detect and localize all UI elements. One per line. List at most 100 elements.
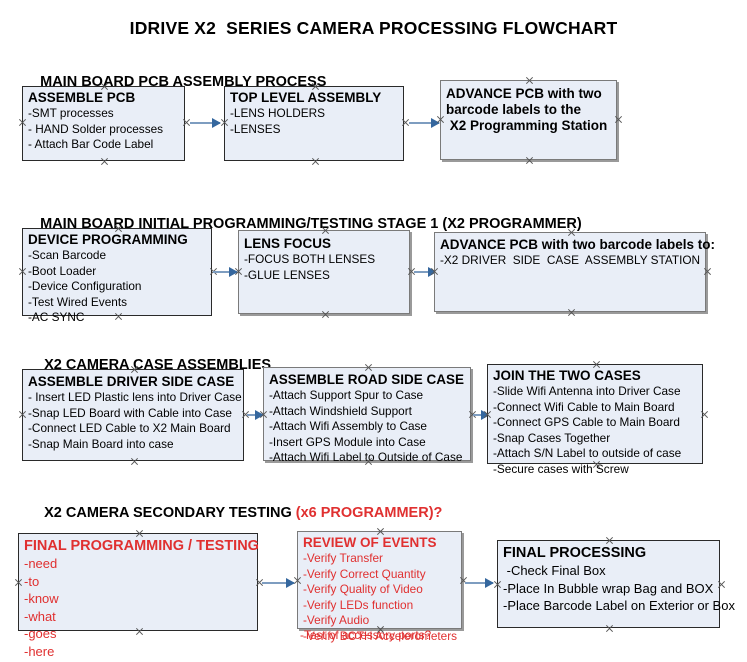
flow-box-title: ASSEMBLE ROAD SIDE CASE — [269, 372, 465, 387]
flow-box-line: X2 Programming Station — [446, 118, 608, 133]
connector-handle-icon[interactable] — [18, 410, 27, 419]
connector-final-programming-to-review-of-events — [262, 578, 295, 588]
connector-top-level-to-advance-pcb — [409, 118, 440, 128]
section-heading-x2-camera-secondary-testing: X2 CAMERA SECONDARY TESTING (x6 PROGRAMM… — [28, 489, 442, 537]
flow-box-line: -SMT processes — [28, 106, 114, 120]
connector-handle-icon[interactable] — [525, 76, 534, 85]
flow-box-line: -Scan Barcode — [28, 248, 107, 262]
connector-handle-icon[interactable] — [311, 82, 320, 91]
connector-assemble-pcb-to-top-level — [190, 118, 221, 128]
connector-handle-icon[interactable] — [14, 578, 23, 587]
connector-handle-icon[interactable] — [605, 536, 614, 545]
connector-handle-icon[interactable] — [114, 224, 123, 233]
flow-box-advance-pcb-driver-side-case[interactable]: ADVANCE PCB with two barcode labels to: … — [434, 232, 716, 312]
flow-box-top-level-assembly[interactable]: TOP LEVEL ASSEMBLY -LENS HOLDERS -LENSES — [224, 86, 404, 161]
flow-box-title: DEVICE PROGRAMMING — [28, 232, 188, 247]
flow-box-line: -X2 DRIVER SIDE CASE ASSEMBLY STATION — [440, 253, 701, 267]
flow-box-lens-focus[interactable]: LENS FOCUS -FOCUS BOTH LENSES -GLUE LENS… — [238, 230, 410, 314]
flow-box-title: TOP LEVEL ASSEMBLY — [230, 90, 382, 105]
flow-box-review-of-events[interactable]: REVIEW OF EVENTS -Verify Transfer -Verif… — [297, 531, 462, 643]
connector-handle-icon[interactable] — [567, 228, 576, 237]
flow-box-title: JOIN THE TWO CASES — [493, 368, 641, 383]
flow-box-line: barcode labels to the — [446, 102, 582, 117]
flow-box-line: - Attach Bar Code Label — [28, 137, 154, 151]
connector-handle-icon[interactable] — [130, 457, 139, 466]
flow-box-line: -Connect Wifi Cable to Main Board — [493, 399, 675, 414]
flow-box-line: -Test Wired Events — [28, 294, 127, 309]
flow-box-line: -Verify Transfer — [303, 551, 383, 565]
flow-box-join-the-two-cases[interactable]: JOIN THE TWO CASES -Slide Wifi Antenna i… — [487, 364, 703, 476]
connector-handle-icon[interactable] — [100, 82, 109, 91]
flow-box-line: -Place Barcode Label on Exterior or Box — [503, 598, 735, 613]
section-heading-text: X2 CAMERA SECONDARY TESTING — [44, 505, 296, 521]
connector-handle-icon[interactable] — [18, 267, 27, 276]
flow-box-line: -need — [24, 556, 58, 571]
connector-handle-icon[interactable] — [592, 460, 601, 469]
connector-handle-icon[interactable] — [493, 580, 502, 589]
connector-handle-icon[interactable] — [321, 226, 330, 235]
flow-box-line: -Device Configuration — [28, 279, 142, 293]
connector-handle-icon[interactable] — [430, 267, 439, 276]
flow-box-line: - Insert LED Plastic lens into Driver Ca… — [28, 390, 242, 404]
flow-box-line: -Snap Main Board into case — [28, 436, 174, 451]
flow-box-line: -Insert GPS Module into Case — [269, 434, 426, 449]
flow-box-title: ADVANCE PCB with two — [446, 86, 602, 101]
page-title: IDRIVE X2 SERIES CAMERA PROCESSING FLOWC… — [129, 18, 618, 38]
connector-handle-icon[interactable] — [135, 627, 144, 636]
connector-handle-icon[interactable] — [364, 363, 373, 372]
connector-handle-icon[interactable] — [525, 156, 534, 165]
flow-box-line: -LENSES — [230, 121, 281, 136]
connector-handle-icon[interactable] — [700, 410, 709, 419]
connector-handle-icon[interactable] — [717, 580, 726, 589]
flow-box-title: ASSEMBLE PCB — [28, 90, 136, 105]
flow-box-overflow-line: -Test of accessory ports? — [300, 628, 432, 642]
flow-box-line: -Snap Cases Together — [493, 430, 611, 445]
flow-box-line: -here — [24, 643, 55, 659]
flow-box-advance-pcb-programming-station[interactable]: ADVANCE PCB with two barcode labels to t… — [440, 80, 617, 160]
flow-box-line: -Connect GPS Cable to Main Board — [493, 415, 680, 429]
connector-handle-icon[interactable] — [703, 267, 712, 276]
connector-handle-icon[interactable] — [605, 624, 614, 633]
connector-handle-icon[interactable] — [234, 267, 243, 276]
flow-box-line: -Attach Windshield Support — [269, 403, 412, 418]
connector-handle-icon[interactable] — [592, 360, 601, 369]
flow-box-line: - HAND Solder processes — [28, 121, 164, 136]
connector-handle-icon[interactable] — [135, 529, 144, 538]
connector-handle-icon[interactable] — [614, 115, 623, 124]
connector-handle-icon[interactable] — [130, 365, 139, 374]
flow-box-line: -Slide Wifi Antenna into Driver Case — [493, 384, 681, 398]
flow-box-assemble-road-side-case[interactable]: ASSEMBLE ROAD SIDE CASE -Attach Support … — [263, 367, 471, 464]
flow-box-line: -Attach Wifi Label to Outside of Case — [269, 450, 463, 464]
flow-box-line: -FOCUS BOTH LENSES — [244, 252, 376, 266]
connector-handle-icon[interactable] — [293, 576, 302, 585]
flow-box-line: -Attach Wifi Assembly to Case — [269, 419, 427, 433]
connector-handle-icon[interactable] — [436, 115, 445, 124]
connector-handle-icon[interactable] — [311, 157, 320, 166]
connector-handle-icon[interactable] — [567, 308, 576, 317]
flow-box-line: -what — [24, 608, 56, 624]
connector-handle-icon[interactable] — [321, 310, 330, 319]
connector-handle-icon[interactable] — [376, 527, 385, 536]
flow-box-assemble-driver-side-case[interactable]: ASSEMBLE DRIVER SIDE CASE - Insert LED P… — [22, 369, 244, 461]
connector-handle-icon[interactable] — [18, 118, 27, 127]
flow-box-title: ASSEMBLE DRIVER SIDE CASE — [28, 374, 235, 389]
flow-box-line: -GLUE LENSES — [244, 267, 330, 282]
connector-handle-icon[interactable] — [100, 157, 109, 166]
flow-box-title: ADVANCE PCB with two barcode labels to: — [440, 237, 716, 252]
connector-handle-icon[interactable] — [114, 312, 123, 321]
flow-box-final-programming-testing[interactable]: FINAL PROGRAMMING / TESTING -need -to -k… — [18, 533, 259, 659]
flow-box-assemble-pcb[interactable]: ASSEMBLE PCB -SMT processes - HAND Solde… — [22, 86, 185, 161]
flow-box-line: -Attach Support Spur to Case — [269, 388, 424, 402]
flow-box-final-processing[interactable]: FINAL PROCESSING -Check Final Box -Place… — [497, 540, 735, 628]
flow-box-line: -Snap LED Board with Cable into Case — [28, 405, 232, 420]
connector-handle-icon[interactable] — [483, 410, 492, 419]
flow-box-line: -Secure cases with Screw — [493, 461, 629, 476]
flow-box-title: FINAL PROGRAMMING / TESTING — [24, 538, 259, 554]
connector-handle-icon[interactable] — [220, 118, 229, 127]
connector-handle-icon[interactable] — [259, 410, 268, 419]
flow-box-title: REVIEW OF EVENTS — [303, 535, 437, 550]
arrow-head-icon — [485, 578, 494, 588]
flow-box-device-programming[interactable]: DEVICE PROGRAMMING -Scan Barcode -Boot L… — [22, 228, 212, 324]
connector-handle-icon[interactable] — [364, 457, 373, 466]
flow-box-line: -know — [24, 591, 59, 606]
